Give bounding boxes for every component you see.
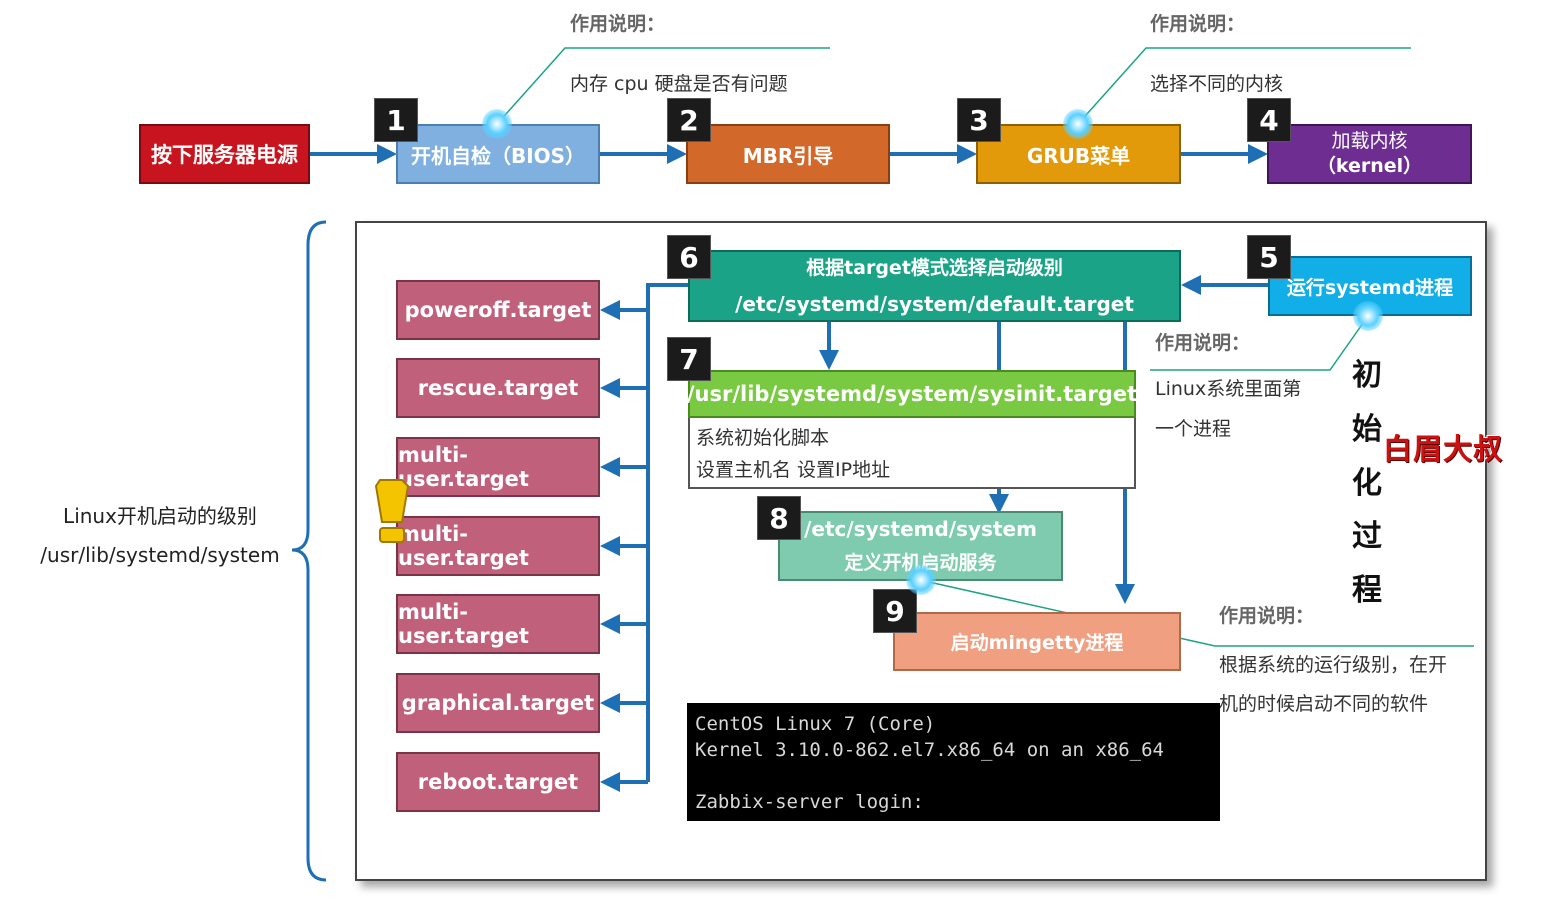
mingetty-step: 启动mingetty进程 [893, 612, 1181, 671]
mbr-step: MBR引导 [686, 124, 890, 184]
systemd-note-text-2: 一个进程 [1155, 418, 1232, 440]
bios-callout-dot [482, 109, 512, 139]
systemd-callout-dot [1353, 301, 1383, 331]
target-level-label-2: /etc/systemd/system/default.target [735, 292, 1134, 316]
grub-step-label: GRUB菜单 [1026, 143, 1131, 168]
console-line [695, 763, 1212, 789]
mingetty-note-text-2: 机的时候启动不同的软件 [1219, 693, 1429, 715]
vertical-label-char: 程 [1352, 573, 1382, 608]
target-rescue: rescue.target [396, 358, 600, 418]
console-line: CentOS Linux 7 (Core) [695, 713, 936, 735]
boot-level-label-line2: /usr/lib/systemd/system [40, 543, 280, 567]
step-number-9: 9 [873, 589, 917, 633]
step-number-3: 3 [957, 98, 1001, 142]
grub-note-text: 选择不同的内核 [1150, 73, 1284, 95]
target-label: multi-user.target [398, 600, 529, 648]
target-reboot: reboot.target [396, 752, 600, 812]
target-label: graphical.target [401, 691, 595, 715]
grub-callout-dot [1063, 109, 1093, 139]
mingetty-note-text-1: 根据系统的运行级别，在开 [1219, 654, 1448, 676]
step-number-7: 7 [667, 337, 711, 381]
step-number-5: 5 [1247, 235, 1291, 279]
target-multi-user-2: multi-user.target [396, 516, 600, 576]
login-console: CentOS Linux 7 (Core) Kernel 3.10.0-862.… [687, 703, 1220, 821]
target-multi-user-1: multi-user.target [396, 437, 600, 497]
bios-note-title: 作用说明： [570, 13, 666, 35]
power-button-step: 按下服务器电源 [139, 124, 310, 184]
step-number-8: 8 [757, 496, 801, 540]
target-multi-user-3: multi-user.target [396, 594, 600, 654]
watermark: 白眉大叔 [1383, 432, 1504, 466]
kernel-step: 加载内核 （kernel） [1267, 124, 1472, 184]
grub-note-title: 作用说明： [1150, 13, 1246, 35]
target-label: poweroff.target [404, 298, 592, 322]
step-number-1: 1 [374, 98, 418, 142]
sysinit-step-label: /usr/lib/systemd/system/sysinit.target [686, 382, 1138, 406]
sysinit-detail-line2: 设置主机名 设置IP地址 [696, 459, 891, 481]
vertical-label-char: 初 [1352, 358, 1382, 393]
systemd-callout-line [1150, 315, 1369, 371]
step-number-4: 4 [1247, 98, 1291, 142]
bios-note-text: 内存 cpu 硬盘是否有问题 [570, 73, 788, 95]
mingetty-callout-dot [906, 565, 936, 595]
target-level-label-1: 根据target模式选择启动级别 [806, 257, 1063, 279]
bios-step-label: 开机自检（BIOS） [410, 143, 586, 168]
vertical-label-char: 过 [1352, 519, 1382, 554]
bios-callout-line [496, 47, 830, 125]
step-number-6: 6 [667, 235, 711, 279]
console-line: Zabbix-server login: [695, 791, 924, 813]
console-line: Kernel 3.10.0-862.el7.x86_64 on an x86_6… [695, 739, 1164, 761]
vertical-label-char: 始 [1352, 412, 1382, 447]
mingetty-callout-line [919, 579, 1474, 647]
systemd-step-label: 运行systemd进程 [1286, 276, 1454, 299]
target-level-step: 根据target模式选择启动级别 /etc/systemd/system/def… [688, 250, 1181, 322]
target-label: reboot.target [417, 770, 579, 794]
step-number-2: 2 [667, 98, 711, 142]
vertical-label-char: 化 [1352, 466, 1382, 501]
systemd-note-title: 作用说明： [1155, 332, 1251, 354]
sysinit-detail-line1: 系统初始化脚本 [696, 427, 830, 449]
services-step-label-2: 定义开机启动服务 [844, 552, 997, 574]
services-step-label-1: /etc/systemd/system [804, 517, 1037, 541]
boot-level-label-line1: Linux开机启动的级别 [63, 504, 257, 528]
target-graphical: graphical.target [396, 673, 600, 733]
target-poweroff: poweroff.target [396, 280, 600, 340]
boot-level-label: Linux开机启动的级别 /usr/lib/systemd/system [30, 497, 290, 575]
power-step-label: 按下服务器电源 [151, 143, 298, 167]
target-label: rescue.target [417, 376, 579, 400]
exclamation-icon [374, 479, 410, 543]
kernel-step-label-2: （kernel） [1316, 155, 1423, 177]
sysinit-step: /usr/lib/systemd/system/sysinit.target [686, 370, 1138, 418]
mingetty-step-label: 启动mingetty进程 [950, 632, 1124, 654]
grub-callout-line [1077, 47, 1411, 125]
target-label: multi-user.target [398, 443, 529, 491]
sysinit-detail-box: 系统初始化脚本 设置主机名 设置IP地址 [688, 418, 1136, 489]
mbr-step-label: MBR引导 [742, 143, 834, 168]
target-bus-line [646, 283, 688, 782]
target-label: multi-user.target [398, 522, 529, 570]
left-brace [291, 220, 327, 882]
init-process-panel [355, 221, 1487, 881]
systemd-note-text-1: Linux系统里面第 [1155, 378, 1302, 400]
kernel-step-label-1: 加载内核 [1331, 130, 1408, 152]
mingetty-note-title: 作用说明： [1219, 605, 1315, 627]
